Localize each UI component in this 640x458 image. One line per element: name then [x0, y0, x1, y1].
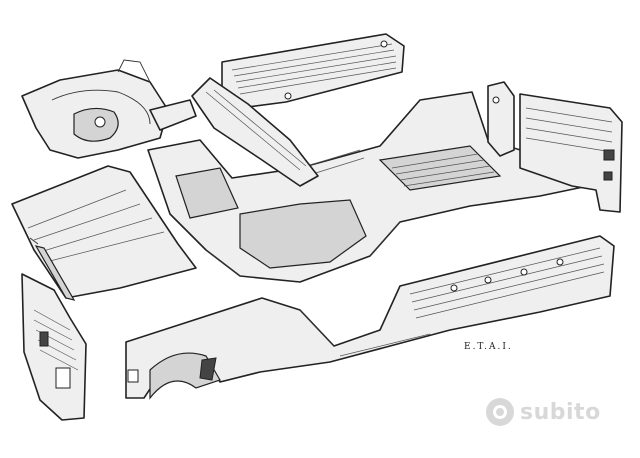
floor-pan — [147, 91, 589, 283]
rear-upper-panel — [221, 33, 405, 109]
bonnet-panel — [11, 165, 197, 301]
front-grille-panel — [21, 273, 87, 421]
watermark-text: subito — [520, 399, 601, 425]
arch-bracket — [149, 99, 197, 131]
drawing-signature: E.T.A.I. — [464, 342, 513, 352]
side-panel — [125, 235, 615, 400]
center-tunnel — [191, 77, 319, 187]
rear-end-panel — [487, 81, 623, 213]
left-wheel-arch-panel — [21, 59, 169, 159]
subito-logo-icon — [486, 398, 514, 426]
watermark: subito — [486, 398, 601, 426]
